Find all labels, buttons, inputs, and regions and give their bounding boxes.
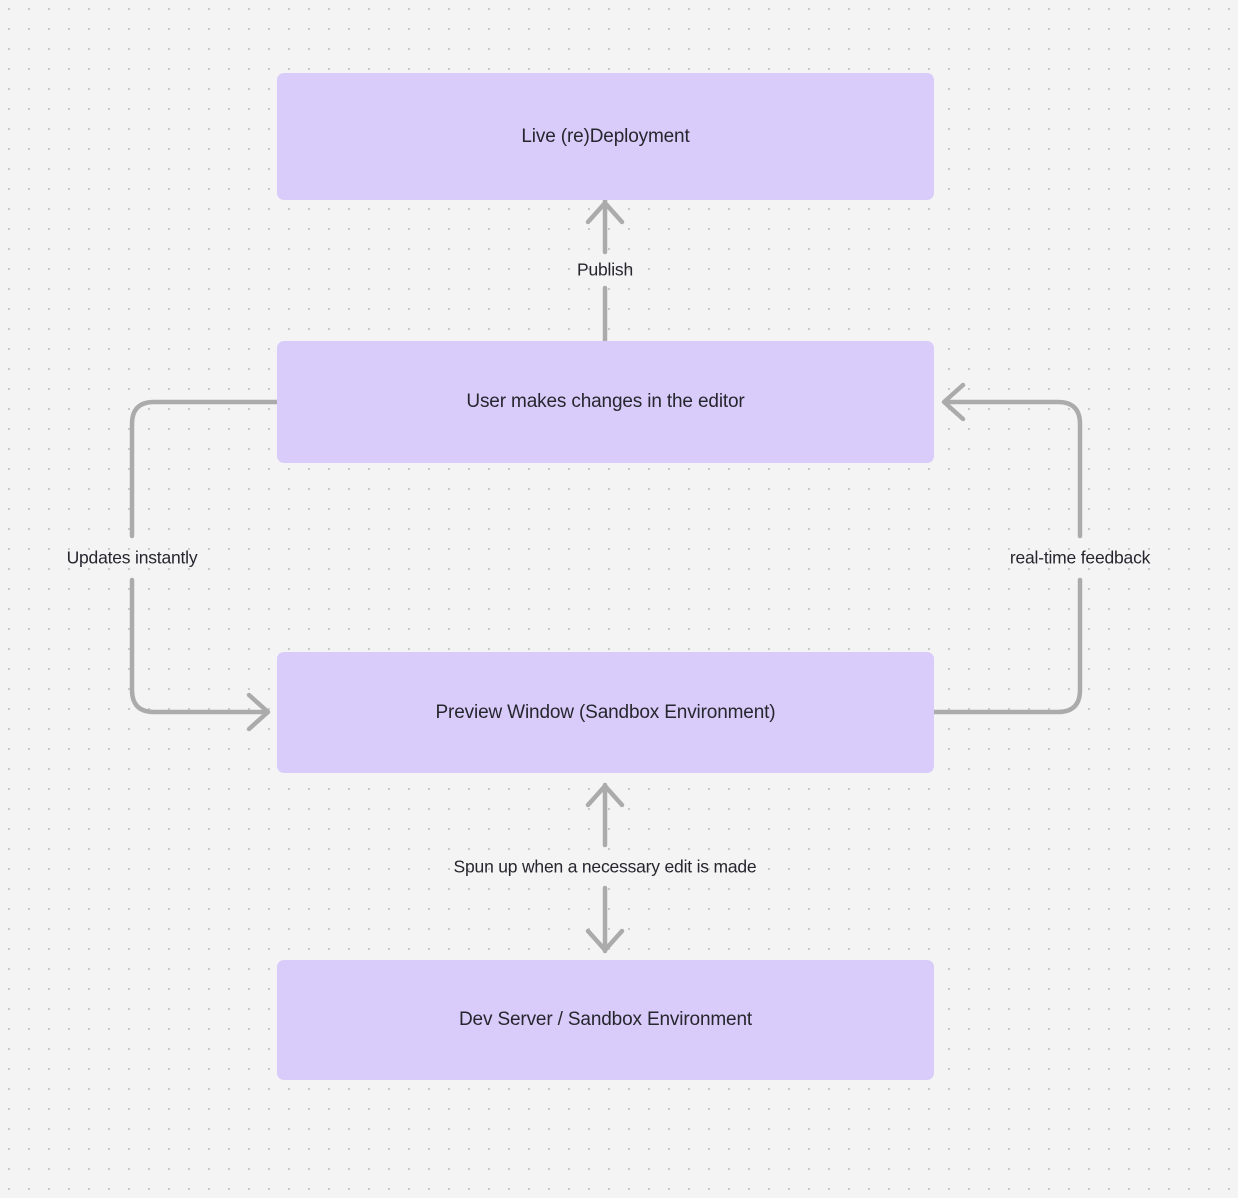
edge-label-real-time-feedback: real-time feedback [1009,547,1151,568]
node-label: Preview Window (Sandbox Environment) [435,701,776,723]
node-dev-server[interactable]: Dev Server / Sandbox Environment [277,960,934,1080]
node-label: User makes changes in the editor [466,391,745,413]
node-live-redeployment[interactable]: Live (re)Deployment [277,73,934,200]
node-label: Dev Server / Sandbox Environment [458,1009,752,1031]
node-label: Live (re)Deployment [521,125,690,147]
edge-label-updates-instantly: Updates instantly [66,547,198,568]
node-user-makes-changes[interactable]: User makes changes in the editor [277,341,934,463]
edge-label-spun-up: Spun up when a necessary edit is made [453,856,757,877]
node-preview-window[interactable]: Preview Window (Sandbox Environment) [277,652,934,773]
edge-label-publish: Publish [577,259,633,280]
